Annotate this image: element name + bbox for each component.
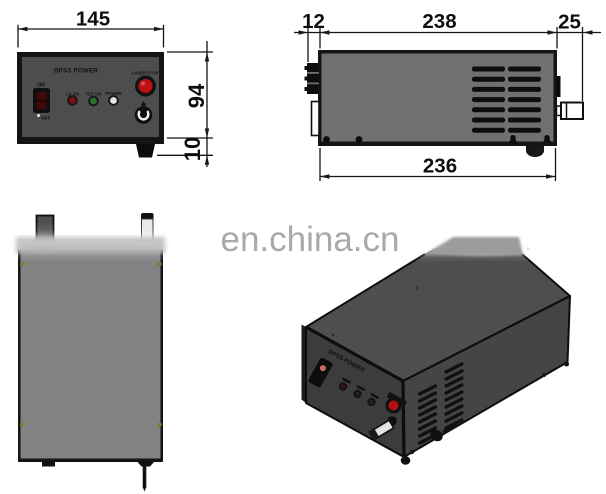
svg-text:POWER: POWER (106, 91, 122, 96)
svg-text:145: 145 (76, 8, 110, 31)
svg-text:LASER STOP: LASER STOP (132, 71, 159, 76)
svg-text:236: 236 (423, 155, 457, 178)
svg-text:OFF: OFF (41, 116, 51, 122)
svg-text:ON: ON (37, 83, 45, 89)
svg-text:10: 10 (180, 137, 205, 161)
svg-text:en.china.cn: en.china.cn (220, 220, 399, 259)
svg-text:TEC ON: TEC ON (86, 92, 102, 97)
svg-text:94: 94 (184, 83, 209, 108)
svg-text:12: 12 (302, 10, 325, 33)
svg-text:238: 238 (422, 10, 456, 33)
svg-text:25: 25 (558, 10, 581, 33)
svg-text:DPSS POWER: DPSS POWER (54, 68, 98, 75)
svg-text:LD ON: LD ON (66, 92, 79, 97)
